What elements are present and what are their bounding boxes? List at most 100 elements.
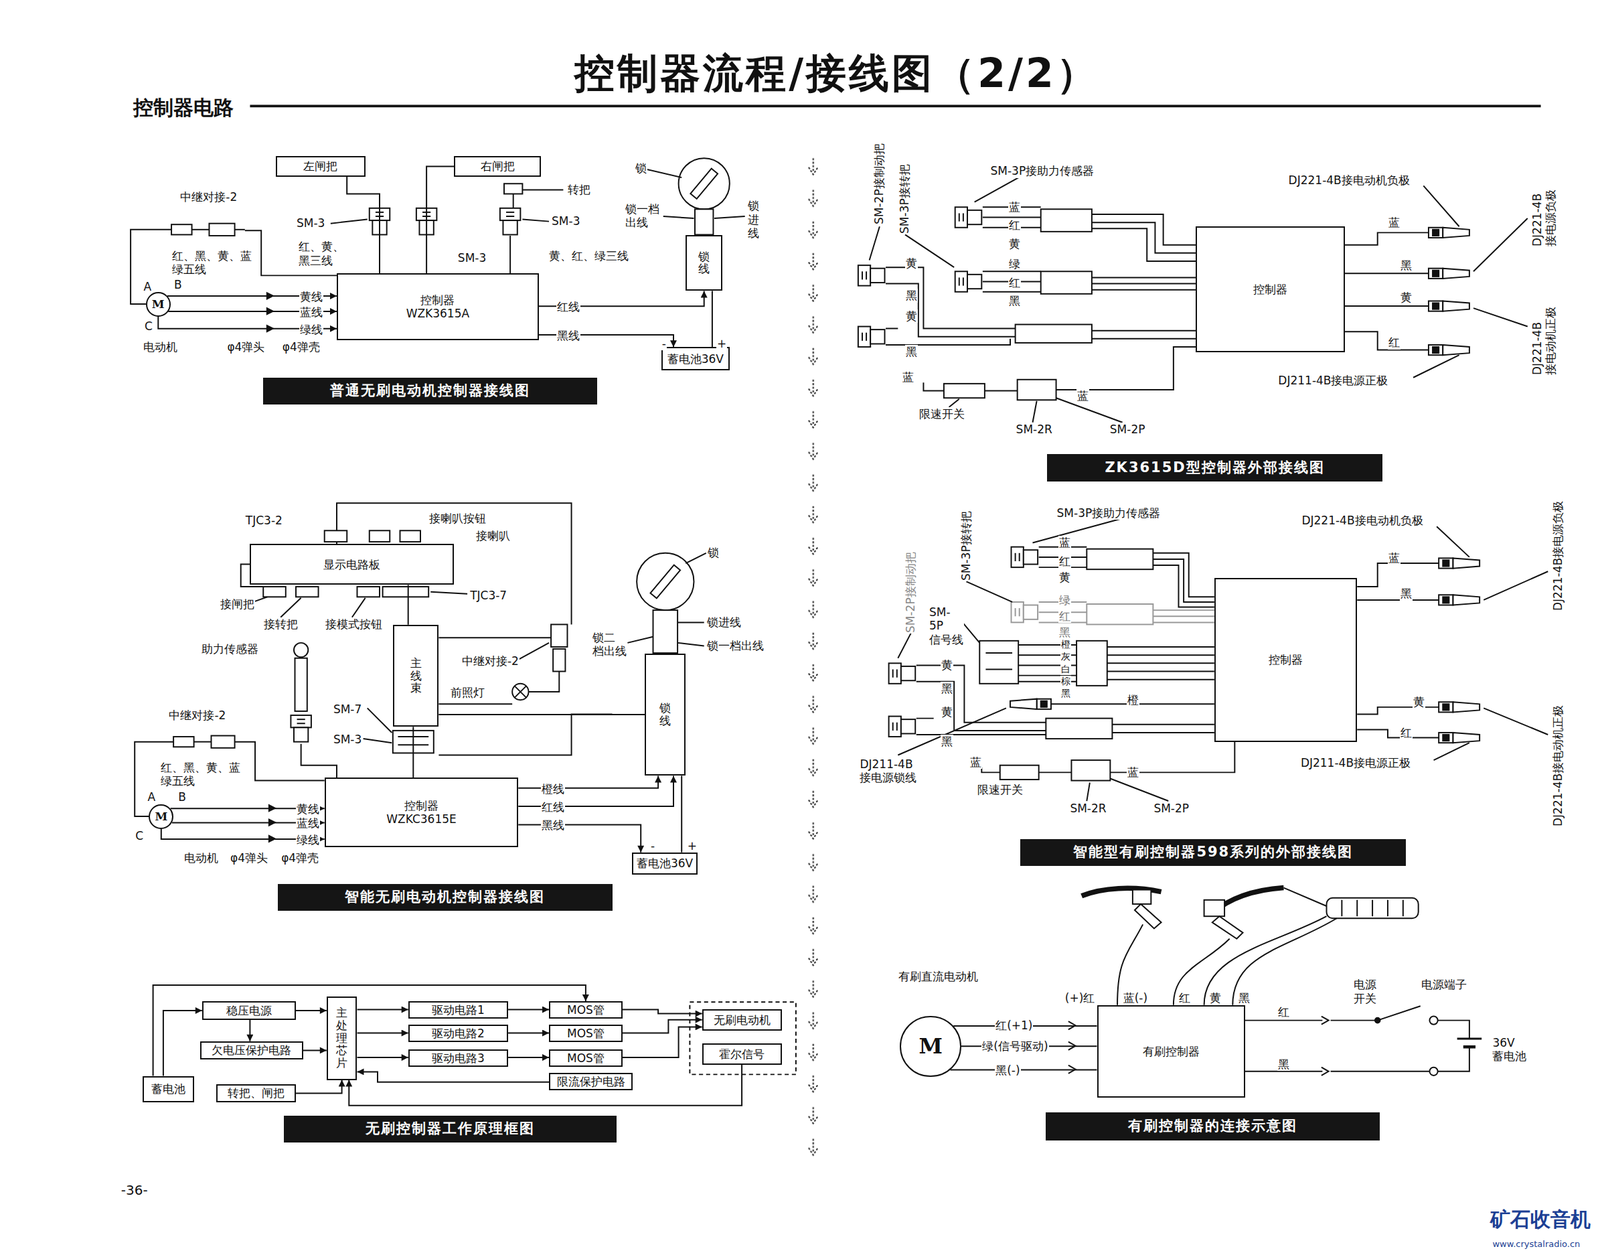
panel2-wiring bbox=[400, 530, 421, 542]
node-text: 有刷控制器 bbox=[1142, 1044, 1200, 1058]
panel5-wiring bbox=[1000, 765, 1039, 780]
watermark: 矿石收音机 bbox=[1489, 1207, 1592, 1232]
panel4-wiring bbox=[955, 206, 983, 227]
wire-label: 绿(信号驱动) bbox=[981, 1038, 1049, 1053]
wire-connector bbox=[426, 166, 454, 274]
component-box: 主处理芯片 bbox=[326, 996, 358, 1080]
panel2-wiring bbox=[234, 741, 325, 781]
part-label: 锁一档 出线 bbox=[624, 202, 661, 230]
panel4-wiring bbox=[955, 271, 983, 292]
text-stack: 驱动电路2 bbox=[431, 1026, 485, 1040]
text-stack: 限流保护电路 bbox=[556, 1074, 626, 1088]
part-label: SM-2P接制动把 bbox=[903, 550, 918, 634]
part-label: 中继对接-2 bbox=[179, 190, 238, 204]
panel1-wiring bbox=[522, 188, 564, 191]
part-label: 有刷直流电动机 bbox=[897, 969, 979, 983]
node-text: 限流保护电路 bbox=[556, 1074, 626, 1088]
node-text: 霍尔信号 bbox=[718, 1047, 765, 1061]
panel1-wiring bbox=[192, 228, 210, 231]
panel6-wiring bbox=[1341, 899, 1403, 916]
wire-color: 黑 bbox=[905, 344, 918, 359]
caption-band: ZK3615D型控制器外部接线图 bbox=[1047, 453, 1383, 482]
part-label: 接闸把 bbox=[219, 597, 256, 611]
panel2-wiring bbox=[369, 530, 390, 542]
panel2-wiring bbox=[512, 683, 529, 700]
panel5-wiring bbox=[1038, 546, 1088, 568]
wire-color: 蓝 bbox=[1058, 535, 1072, 549]
component-box: 锁线 bbox=[685, 234, 723, 292]
text-stack: 蓄电池36V bbox=[636, 856, 693, 870]
wire-color: 橙 bbox=[1060, 638, 1072, 651]
wire-color: 黑 bbox=[1008, 293, 1021, 308]
text-stack: 锁线 bbox=[659, 701, 671, 727]
wire-label: 红线 bbox=[556, 299, 581, 314]
panel2-wiring bbox=[295, 586, 319, 597]
wire-color: 蓝 bbox=[969, 755, 983, 769]
text-stack: 欠电压保护电路 bbox=[211, 1043, 292, 1057]
wire-connector bbox=[438, 713, 645, 715]
motor-dashed-group bbox=[689, 1001, 796, 1074]
panel1-wiring bbox=[504, 183, 523, 194]
panel1-wiring bbox=[234, 228, 246, 231]
node-text: ZK3615D型控制器外部接线图 bbox=[1104, 459, 1325, 476]
part-label: 中继对接-2 bbox=[168, 708, 227, 722]
part-label: 助力传感器 bbox=[200, 642, 260, 656]
part-label: 中继对接-2 bbox=[461, 654, 520, 668]
part-label: φ4弹头 bbox=[229, 850, 269, 865]
wire-label: 蓝线 bbox=[295, 816, 320, 830]
wire-connector bbox=[357, 1056, 409, 1058]
node-text: 蓄电池 bbox=[151, 1081, 186, 1096]
panel4-wiring bbox=[1032, 401, 1037, 423]
panel4-wiring bbox=[858, 326, 886, 347]
panel2-wiring bbox=[290, 714, 311, 742]
panel6-wiring bbox=[1429, 1067, 1438, 1076]
part-label: 电动机 bbox=[142, 340, 179, 354]
panel5-wiring bbox=[985, 652, 1013, 654]
node-text: M bbox=[154, 809, 168, 823]
panel4-wiring bbox=[1091, 277, 1196, 290]
text-stack: 转把、闸把 bbox=[227, 1085, 285, 1100]
part-label: 接喇叭按钮 bbox=[428, 511, 487, 525]
part-label: DJ211-4B 接电源锁线 bbox=[858, 757, 918, 785]
wire-connector bbox=[508, 1032, 549, 1034]
panel2-wiring bbox=[627, 636, 653, 643]
text-stack: 无刷电动机 bbox=[713, 1012, 771, 1027]
component-box: 霍尔信号 bbox=[702, 1043, 782, 1065]
text-stack: MOS管 bbox=[567, 1002, 605, 1017]
wire-color: A bbox=[142, 279, 152, 294]
node-text: 锁线 bbox=[698, 250, 710, 276]
wire-connector bbox=[357, 1071, 550, 1082]
panel5-wiring bbox=[1010, 698, 1052, 709]
wire-color: + bbox=[686, 838, 698, 853]
node-text: 有刷控制器的连接示意图 bbox=[1128, 1117, 1298, 1135]
text-stack: 驱动电路3 bbox=[431, 1051, 485, 1065]
part-label: 限速开关 bbox=[918, 407, 966, 421]
wire-color: 黑 bbox=[1399, 258, 1413, 272]
part-label: φ4弹壳 bbox=[281, 340, 321, 354]
wire-color: 黄 bbox=[905, 256, 918, 270]
panel5-wiring bbox=[1111, 724, 1214, 733]
panel1-wiring bbox=[694, 208, 713, 235]
text-stack: 稳压电源 bbox=[226, 1003, 272, 1017]
panel6-wiring bbox=[1326, 897, 1419, 918]
node-text: 显示电路板 bbox=[323, 557, 381, 572]
text-stack: ZK3615D型控制器外部接线图 bbox=[1104, 459, 1325, 476]
panel5-wiring bbox=[979, 640, 1019, 684]
caption-band: 智能型有刷控制器598系列的外部接线图 bbox=[1020, 838, 1406, 866]
component-box: 欠电压保护电路 bbox=[200, 1041, 304, 1060]
part-label: 前照灯 bbox=[449, 685, 486, 699]
panel5-wiring bbox=[1433, 742, 1470, 760]
panel1-wiring bbox=[509, 235, 511, 274]
text-stack: MOS管 bbox=[567, 1051, 605, 1065]
wire-connector bbox=[412, 726, 414, 778]
panel2-wiring bbox=[173, 736, 194, 747]
panel6-wiring bbox=[1429, 1016, 1438, 1025]
wire-label: 绿线 bbox=[299, 322, 324, 337]
panel1-wiring bbox=[208, 223, 235, 236]
component-box: 驱动电路2 bbox=[408, 1024, 509, 1042]
wire-connector bbox=[622, 1026, 703, 1058]
wire-connector bbox=[407, 584, 410, 624]
panel4-wiring bbox=[1091, 330, 1196, 339]
panel4-wiring bbox=[1344, 232, 1429, 350]
part-label: 接模式按钮 bbox=[324, 617, 383, 631]
